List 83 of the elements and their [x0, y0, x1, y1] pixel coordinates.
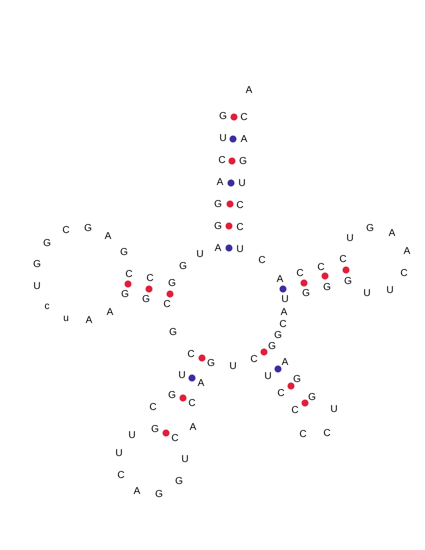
- nucleotide-letter: C: [258, 256, 266, 266]
- nucleotide-letter: G: [142, 295, 150, 305]
- nucleotide-letter: G: [268, 342, 276, 352]
- nucleotide-letter: G: [366, 224, 374, 234]
- nucleotide-letter: G: [239, 157, 247, 167]
- nucleotide-letter: A: [86, 316, 92, 326]
- nucleotide-letter: C: [279, 320, 287, 330]
- nucleotide-letter: A: [246, 86, 252, 96]
- nucleotide-letter: C: [236, 201, 244, 211]
- nucleotide-letter: C: [146, 274, 154, 284]
- nucleotide-letter: C: [218, 156, 226, 166]
- nucleotide-letter: A: [240, 135, 248, 145]
- nucleotide-letter: A: [106, 308, 114, 318]
- nucleotide-letter: G: [302, 289, 310, 299]
- nucleotide-letter: G: [323, 283, 331, 293]
- nucleotide-letter: A: [134, 487, 140, 497]
- nucleotide-letter: G: [168, 279, 176, 289]
- nucleotide-letter: U: [115, 449, 123, 459]
- nucleotide-letter: U: [181, 455, 189, 465]
- nucleotide-letter: C: [117, 471, 125, 481]
- nucleotide-letter: U: [386, 286, 394, 296]
- nucleotide-letter: C: [339, 255, 347, 265]
- nucleotide-letter: C: [149, 403, 157, 413]
- nucleotide-letter: C: [187, 350, 195, 360]
- nucleotide-letter: G: [151, 425, 159, 435]
- nucleotide-letter: A: [388, 229, 396, 239]
- nucleotide-letter: C: [277, 389, 285, 399]
- nucleotide-letter: A: [104, 232, 112, 242]
- nucleotide-letter: u: [63, 314, 69, 324]
- nucleotide-letter: G: [155, 490, 163, 500]
- nucleotide-letter: U: [281, 295, 289, 305]
- nucleotide-letter: A: [404, 247, 410, 257]
- nucleotide-letter: U: [346, 234, 354, 244]
- nucleotide-letter: C: [163, 300, 171, 310]
- nucleotide-letter: G: [274, 331, 282, 341]
- nucleotide-letter: C: [240, 113, 248, 123]
- nucleotide-letter: U: [330, 405, 338, 415]
- nucleotide-letter: C: [188, 399, 196, 409]
- nucleotide-letter: U: [264, 372, 272, 382]
- nucleotide-letter: G: [219, 112, 227, 122]
- nucleotide-letter: C: [323, 429, 331, 439]
- nucleotide-letter: G: [175, 477, 183, 487]
- nucleotide-letter: C: [296, 269, 304, 279]
- nucleotide-letter: G: [169, 328, 177, 338]
- nucleotide-letter: A: [216, 178, 224, 188]
- nucleotide-letter: G: [121, 290, 129, 300]
- nucleotide-letter: C: [171, 434, 179, 444]
- nucleotide-letter: C: [125, 270, 133, 280]
- nucleotide-letter: U: [33, 282, 41, 292]
- nucleotide-letter: U: [238, 179, 246, 189]
- nucleotide-letter: A: [280, 308, 288, 318]
- nucleotide-letter: C: [299, 430, 307, 440]
- nucleotide-letter: G: [33, 260, 41, 270]
- nucleotide-letter: C: [236, 223, 244, 233]
- nucleotide-letter: G: [214, 200, 222, 210]
- nucleotide-letter: U: [196, 250, 204, 260]
- nucleotide-letter: G: [344, 277, 352, 287]
- nucleotide-letter: G: [207, 359, 215, 369]
- nucleotide-letter: A: [276, 275, 284, 285]
- nucleotide-letter: G: [84, 224, 92, 234]
- nucleotide-letter: G: [179, 262, 187, 272]
- nucleotide-letter: C: [317, 263, 325, 273]
- nucleotide-letter: A: [190, 423, 196, 433]
- nucleotide-letter: A: [282, 358, 288, 368]
- nucleotide-letter: A: [214, 244, 222, 254]
- nucleotide-letter: C: [291, 406, 299, 416]
- nucleotide-letter: A: [198, 379, 204, 389]
- nucleotide-letter: G: [168, 391, 176, 401]
- nucleotide-letter: U: [128, 431, 136, 441]
- nucleotide-letter: c: [44, 302, 50, 312]
- nucleotide-letter: U: [178, 371, 186, 381]
- nucleotide-letter: G: [214, 222, 222, 232]
- nucleotide-letter: C: [250, 355, 258, 365]
- nucleotide-letter: G: [308, 393, 316, 403]
- nucleotide-letter: G: [43, 239, 51, 249]
- nucleotide-letter: C: [62, 226, 70, 236]
- nucleotide-letter: G: [293, 375, 301, 385]
- nucleotide-letter: U: [219, 134, 227, 144]
- nucleotide-letter: G: [120, 248, 128, 258]
- nucleotide-letter: U: [229, 362, 237, 372]
- nucleotide-letter: U: [236, 245, 244, 255]
- nucleotide-letter: U: [363, 289, 371, 299]
- nucleotide-letter: C: [400, 269, 408, 279]
